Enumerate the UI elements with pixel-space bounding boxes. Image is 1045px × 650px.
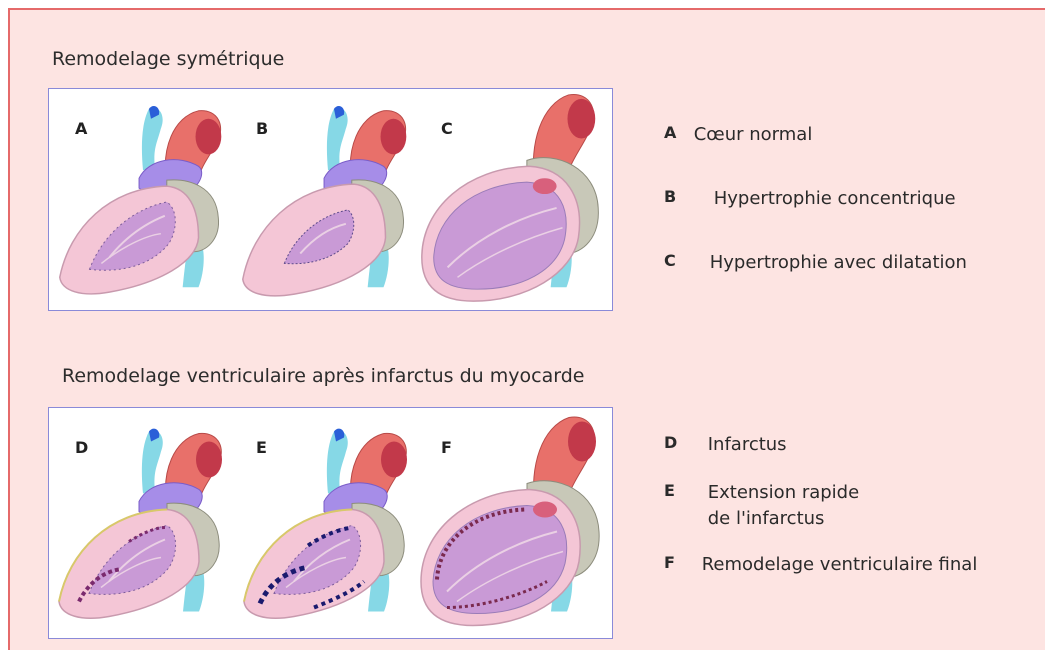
legend-item-c: C Hypertrophie avec dilatation (664, 250, 967, 276)
legend-text: Remodelage ventriculaire final (702, 552, 978, 578)
panel-symmetric: A B C (48, 88, 613, 311)
legend-key: B (664, 187, 708, 206)
heart-label-f: F (441, 438, 452, 457)
legend-item-b: B Hypertrophie concentrique (664, 186, 956, 212)
section-title-symmetric: Remodelage symétrique (52, 48, 284, 70)
legend-text: Infarctus (708, 432, 787, 458)
legend-key: C (664, 251, 704, 270)
heart-label-d: D (75, 438, 88, 457)
heart-label-a: A (75, 119, 87, 138)
legend-key: D (664, 433, 702, 452)
heart-label-c: C (441, 119, 453, 138)
section-title-post-infarction: Remodelage ventriculaire après infarctus… (62, 365, 584, 387)
legend-item-f: F Remodelage ventriculaire final (664, 552, 977, 578)
legend-item-d: D Infarctus (664, 432, 787, 458)
legend-text: Hypertrophie avec dilatation (710, 250, 967, 276)
legend-key: A (664, 123, 688, 142)
heart-label-e: E (256, 438, 267, 457)
panel-post-infarction: D E F (48, 407, 613, 639)
figure-frame: Remodelage symétrique A B C A Cœur norma… (8, 8, 1045, 650)
legend-key: F (664, 553, 696, 572)
heart-label-b: B (256, 119, 268, 138)
legend-item-a: A Cœur normal (664, 122, 812, 148)
legend-text: Hypertrophie concentrique (714, 186, 956, 212)
legend-text: Cœur normal (694, 122, 813, 148)
legend-key: E (664, 481, 702, 500)
